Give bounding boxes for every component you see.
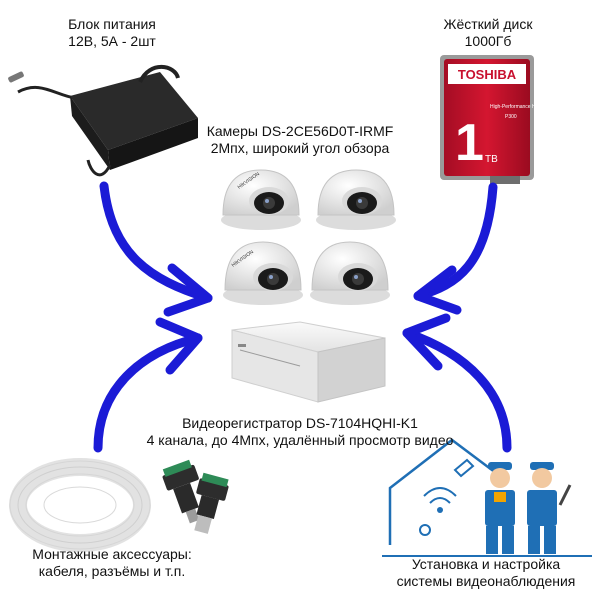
hdd-model: P300 [505, 114, 517, 120]
dvr-model: Видеорегистратор DS-7104HQHI-K1 [182, 415, 418, 431]
hdd-title: Жёсткий диск [443, 16, 533, 32]
install-title: Установка и настройка [411, 556, 561, 572]
cameras-label: Камеры DS-2CE56D0T-IRMF 2Мпх, широкий уг… [180, 123, 420, 157]
camera-dome [316, 169, 396, 230]
arrowhead-hdd [413, 265, 462, 315]
installation-image [382, 438, 592, 557]
arrow-from-power [99, 181, 213, 303]
power-supply-image [8, 64, 198, 177]
arrow-from-install [402, 328, 512, 453]
arrowhead-install [402, 313, 451, 371]
camera-dome [310, 241, 390, 305]
dvr-image [231, 321, 386, 403]
dvr-label: Видеорегистратор DS-7104HQHI-K1 4 канала… [110, 415, 490, 449]
worker-figure [485, 462, 515, 554]
install-detail: системы видеонаблюдения [396, 573, 576, 589]
hdd-label: Жёсткий диск 1000Гб [418, 16, 558, 50]
cameras-model: Камеры DS-2CE56D0T-IRMF [206, 123, 394, 139]
hdd-capacity: 1000Гб [464, 33, 512, 49]
power-title: Блок питания [68, 16, 156, 32]
camera-dome: HIKVISION [223, 241, 303, 305]
cameras-spec: 2Мпх, широкий угол обзора [210, 140, 390, 156]
hdd-brand: TOSHIBA [458, 67, 517, 82]
accessories-detail: кабеля, разъёмы и т.п. [38, 563, 186, 579]
arrowhead-accessories [155, 317, 203, 375]
hdd-size: 1 [455, 114, 484, 172]
hdd-subtitle: High-Performance Hard Drive [490, 104, 556, 110]
cameras-image: HIKVISION HIKVISION [221, 169, 396, 305]
connectors-image [162, 459, 229, 534]
cable-coil-image [9, 458, 151, 552]
camera-dome: HIKVISION [221, 169, 301, 230]
accessories-title: Монтажные аксессуары: [32, 546, 192, 562]
arrow-from-hdd [413, 182, 498, 301]
dvr-spec: 4 канала, до 4Мпх, удалённый просмотр ви… [146, 432, 454, 448]
arrowhead-power [163, 263, 213, 317]
hdd-unit: TB [485, 154, 498, 165]
arrows [93, 181, 512, 453]
worker-figure [527, 462, 572, 554]
power-label: Блок питания 12В, 5А - 2шт [42, 16, 182, 50]
install-label: Установка и настройка системы видеонаблю… [386, 556, 586, 590]
hdd-image: TOSHIBA 1 TB High-Performance Hard Drive… [440, 55, 556, 184]
arrow-from-accessories [93, 333, 203, 453]
accessories-label: Монтажные аксессуары: кабеля, разъёмы и … [12, 546, 212, 580]
power-spec: 12В, 5А - 2шт [68, 33, 156, 49]
